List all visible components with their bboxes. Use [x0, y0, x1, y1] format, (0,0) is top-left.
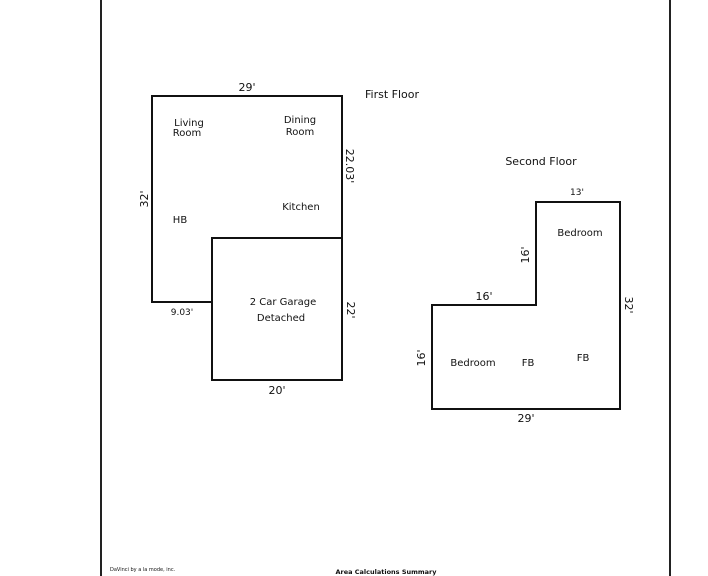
garage-dim-right: 22': [344, 301, 357, 318]
second-floor-dim-tower-left: 16': [519, 246, 532, 263]
second-floor-dim-right: 32': [622, 296, 635, 313]
second-floor-dim-top: 13': [570, 188, 584, 198]
first-floor-title: First Floor: [365, 88, 419, 101]
full-bath-label-1: FB: [522, 358, 535, 369]
first-floor-dim-left: 32': [138, 190, 151, 207]
garage-label-line2: Detached: [257, 313, 305, 324]
garage-outline: [211, 237, 343, 381]
full-bath-label-2: FB: [577, 353, 590, 364]
half-bath-label: HB: [173, 215, 188, 226]
second-floor-dim-bottom: 29': [517, 412, 534, 425]
footer-credit: DaVinci by a la mode, inc.: [110, 567, 176, 573]
second-floor-title: Second Floor: [505, 155, 577, 168]
second-floor-dim-step: 16': [475, 290, 492, 303]
second-floor-outline: [431, 201, 621, 410]
first-floor-dim-right-upper: 22.03': [343, 149, 356, 184]
garage-dim-bottom: 20': [268, 384, 285, 397]
page-border-left: [100, 0, 102, 576]
first-floor-dim-bottom-left: 9.03': [171, 308, 194, 318]
first-floor-dim-top: 29': [238, 81, 255, 94]
footer-summary-title: Area Calculations Summary: [335, 568, 437, 576]
bedroom-upper-label: Bedroom: [557, 228, 602, 239]
dining-room-label-line1: Dining: [284, 115, 316, 126]
garage-label-line1: 2 Car Garage: [250, 297, 317, 308]
living-room-label-line2: Room: [173, 128, 201, 139]
first-floor-plan: First Floor 29' 32' 22.03' 22' 20' 9.03'…: [138, 81, 419, 397]
page-border-right: [669, 0, 671, 576]
dining-room-label-line2: Room: [286, 127, 314, 138]
second-floor-dim-left: 16': [415, 349, 428, 366]
bedroom-lower-label: Bedroom: [450, 358, 495, 369]
second-floor-plan: Second Floor 13' 16' 16' 16' 32' 29' Bed…: [415, 155, 635, 425]
living-room-label-line1: Living: [174, 118, 204, 129]
kitchen-label: Kitchen: [282, 202, 320, 213]
